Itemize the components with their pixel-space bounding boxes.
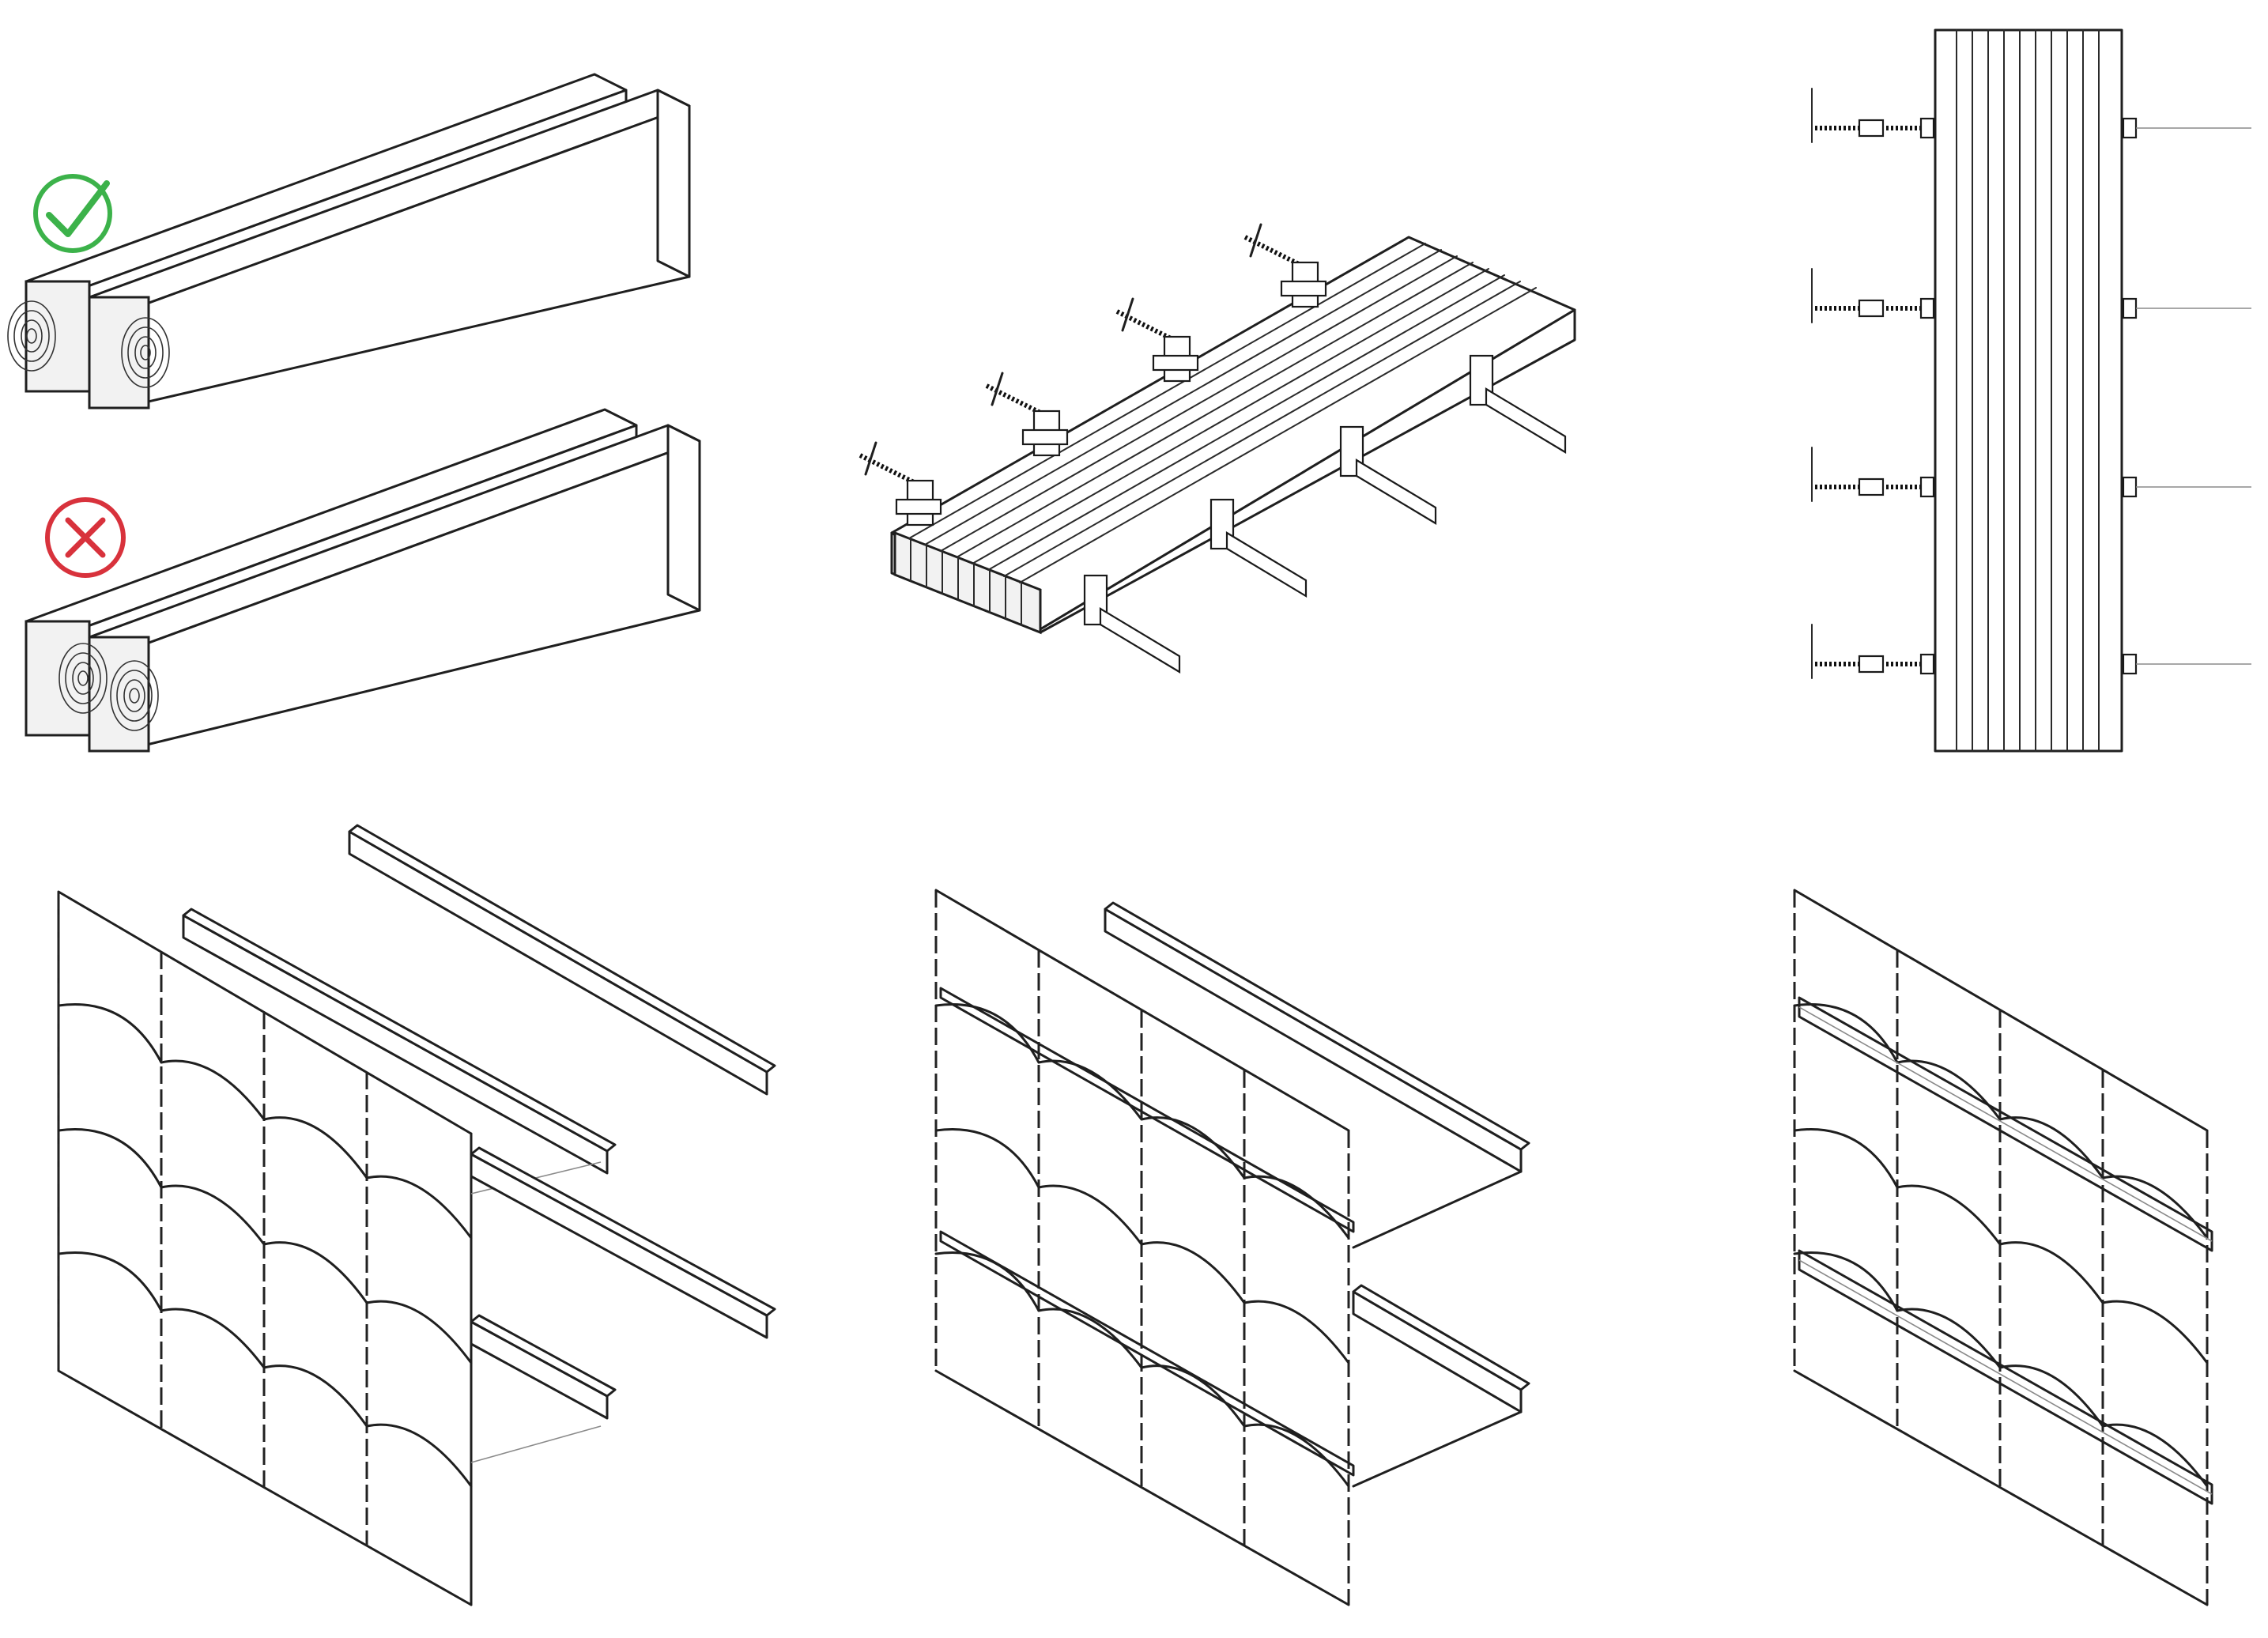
lamination-lines-end — [893, 530, 1042, 635]
end-grain-rings-right-flipped — [110, 660, 159, 731]
plan-clamp-1 — [1811, 88, 2251, 143]
correct-check-icon — [33, 174, 112, 253]
clamped-glulam-plan-panel — [1811, 28, 2251, 753]
rail-upper-step-3 — [1798, 996, 2213, 1252]
panel-grid-step-1 — [57, 890, 473, 1606]
panel-grid-step-3 — [1793, 889, 2209, 1606]
rail-upper-step-1 — [182, 908, 617, 1195]
lamination-lines-top — [908, 243, 1537, 583]
clamp-front-3 — [1339, 425, 1437, 525]
rail-upper-step-2 — [939, 901, 1530, 1249]
rail-top-loose-step-1 — [348, 824, 776, 1096]
panel-grid-step-2 — [934, 889, 1350, 1606]
rail-lower-step-1 — [470, 1314, 617, 1463]
plan-clamp-2 — [1811, 268, 2251, 323]
clamp-back-1 — [859, 441, 942, 526]
beam-orientation-panel — [7, 73, 701, 753]
beam-pair-correct — [7, 73, 691, 410]
frame-assembly-step-3-panel — [1793, 889, 2213, 1606]
rail-lower-step-2 — [939, 1230, 1530, 1488]
rail-lower-step-3 — [1798, 1249, 2213, 1505]
rail-mid-loose-step-1 — [470, 1146, 776, 1339]
end-grain-rings-left — [7, 300, 56, 372]
plan-clamp-3 — [1811, 447, 2251, 502]
clamp-back-4 — [1243, 223, 1327, 308]
end-grain-rings-right — [121, 317, 170, 388]
beam-pair-incorrect — [25, 408, 701, 753]
incorrect-cross-icon — [45, 497, 126, 578]
clamp-front-1 — [1083, 574, 1181, 674]
clamp-back-3 — [1115, 297, 1199, 383]
clamp-front-4 — [1469, 354, 1567, 454]
frame-assembly-step-1-panel — [57, 824, 776, 1606]
clamp-front-2 — [1209, 498, 1308, 598]
clamped-glulam-isometric-panel — [859, 223, 1576, 674]
frame-assembly-step-2-panel — [934, 889, 1530, 1606]
plan-clamp-4 — [1811, 624, 2251, 679]
plan-lamination-lines — [1956, 29, 2100, 752]
end-grain-rings-left-flipped — [58, 643, 108, 714]
clamp-back-2 — [985, 372, 1069, 457]
